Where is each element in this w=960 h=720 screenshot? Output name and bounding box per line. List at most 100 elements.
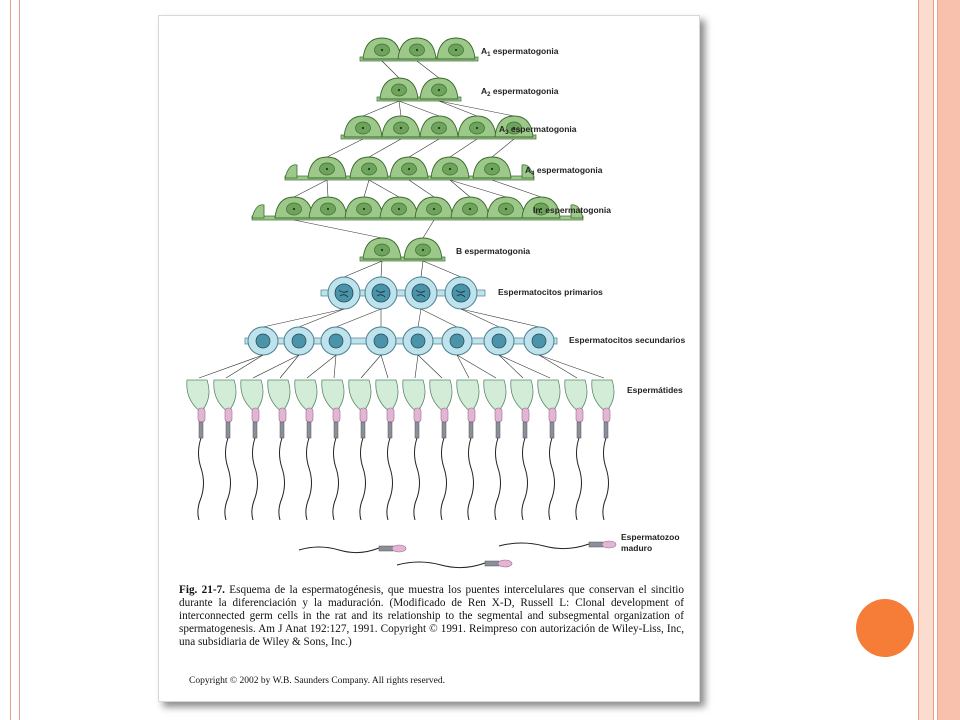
spermatid-cytoplasm (213, 379, 237, 413)
partial-cell (284, 164, 298, 179)
spermatid-tail (359, 437, 366, 521)
spermatid-tail (332, 437, 339, 521)
stage-label: A3 espermatogonia (499, 124, 577, 136)
division-line (456, 354, 497, 379)
nucleolus (437, 88, 441, 92)
spermatid-head (548, 407, 557, 423)
spermatid-midpiece (468, 421, 474, 439)
division-line (417, 354, 443, 379)
spermatocyte-nucleus (449, 333, 465, 349)
division-line (252, 354, 300, 379)
spermatid-head (251, 407, 260, 423)
spermatocyte-nucleus (328, 333, 344, 349)
sperm-midpiece (588, 541, 604, 548)
division-line (420, 260, 424, 278)
nucleolus (397, 207, 401, 211)
spermatid-midpiece (603, 421, 609, 439)
spermatid-head (386, 407, 395, 423)
spermatid-tail (575, 437, 582, 521)
spermatid-midpiece (576, 421, 582, 439)
spermatid-tail (305, 437, 312, 521)
spermatid-head (467, 407, 476, 423)
division-line (380, 354, 389, 379)
nucleolus (448, 167, 452, 171)
chromatin (455, 289, 466, 298)
spermatid-head (440, 407, 449, 423)
spermatid-cytoplasm (240, 379, 264, 413)
division-line (460, 308, 500, 328)
division-line (398, 100, 440, 117)
division-line (438, 100, 515, 117)
nucleolus (326, 207, 330, 211)
spermatid-cytoplasm (483, 379, 507, 413)
division-line (293, 219, 383, 239)
stage-label: A2 espermatogonia (481, 86, 559, 98)
sperm-tail (396, 561, 486, 569)
division-line (449, 179, 507, 198)
nucleolus (512, 126, 516, 130)
spermatid-midpiece (441, 421, 447, 439)
division-line (363, 179, 370, 198)
division-line (538, 354, 578, 379)
division-line (380, 260, 383, 278)
nucleolus (380, 48, 384, 52)
division-line (335, 308, 382, 328)
figure-caption: Fig. 21-7. Esquema de la espermatogénesi… (179, 584, 684, 649)
division-line (381, 60, 400, 79)
spermatid-tail (251, 437, 258, 521)
spermatid-midpiece (495, 421, 501, 439)
nucleolus (421, 248, 425, 252)
sperm-midpiece (378, 545, 394, 552)
spermatid-cytoplasm (375, 379, 399, 413)
division-line (460, 308, 540, 328)
division-line (368, 179, 400, 198)
stage-label: A1 espermatogonia (481, 46, 559, 58)
chromatin (338, 289, 349, 298)
copyright-notice: Copyright © 2002 by W.B. Saunders Compan… (189, 676, 445, 686)
spermatid-midpiece (387, 421, 393, 439)
spermatid-tail (224, 437, 231, 521)
division-line (343, 260, 383, 278)
spermatid-cytoplasm (510, 379, 534, 413)
division-line (414, 354, 419, 379)
stage-label-spermatids: Espermátides (627, 385, 683, 395)
division-line (368, 138, 402, 158)
right-border-stripe-inner (918, 0, 934, 720)
spermatid-midpiece (333, 421, 339, 439)
spermatid-midpiece (252, 421, 258, 439)
spermatid-cytoplasm (456, 379, 480, 413)
spermatid-midpiece (360, 421, 366, 439)
division-line (417, 308, 422, 328)
nucleolus (407, 167, 411, 171)
partial-cell (251, 204, 265, 219)
division-line (326, 179, 329, 198)
spermatid-midpiece (306, 421, 312, 439)
spermatocyte-nucleus (373, 333, 389, 349)
nucleolus (490, 167, 494, 171)
division-line (416, 60, 440, 79)
spermatid-cytoplasm (402, 379, 426, 413)
nucleolus (415, 48, 419, 52)
division-line (408, 138, 440, 158)
division-line (420, 308, 458, 328)
nucleolus (380, 248, 384, 252)
spermatid-tail (440, 437, 447, 521)
figure-label: Fig. 21-7. (179, 584, 225, 596)
spermatid-head (305, 407, 314, 423)
division-line (422, 260, 462, 278)
spermatid-head (359, 407, 368, 423)
nucleolus (504, 207, 508, 211)
spermatid-tail (386, 437, 393, 521)
spermatocyte-nucleus (255, 333, 271, 349)
spermatid-cytoplasm (186, 379, 210, 413)
spermatid-tail (197, 437, 204, 521)
nucleolus (468, 207, 472, 211)
division-line (422, 219, 435, 239)
division-line (360, 354, 382, 379)
figure-card: A1 espermatogonia A2 espermatogonia A3 esp… (158, 15, 700, 702)
spermatid-head (575, 407, 584, 423)
spermatid-tail (548, 437, 555, 521)
basal-membrane (376, 96, 462, 102)
spermatocyte-nucleus (411, 283, 431, 303)
spermatid-head (602, 407, 611, 423)
